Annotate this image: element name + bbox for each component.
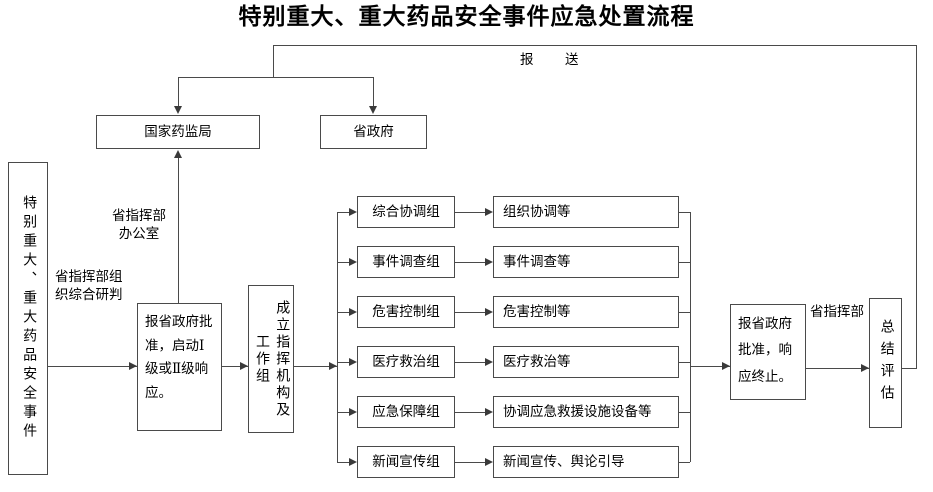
box-summary-evaluation[interactable]: 总结评估 xyxy=(869,298,902,428)
arrow-terminate-to-summary xyxy=(861,364,869,372)
box-duty[interactable]: 新闻宣传、舆论引导 xyxy=(493,446,679,478)
box-work-group[interactable]: 应急保障组 xyxy=(357,396,455,428)
box-establish-command-structure[interactable]: 成立指挥机构及工作组 xyxy=(248,285,294,433)
line-group-to-duty-2 xyxy=(455,262,485,263)
duty-label: 新闻宣传、舆论引导 xyxy=(503,454,625,470)
box-duty[interactable]: 组织协调等 xyxy=(493,196,679,228)
box-national-mpa[interactable]: 国家药监局 xyxy=(96,115,260,149)
line-bus-to-group-2 xyxy=(337,262,349,263)
box-approve-start-response[interactable]: 报省政府批准，启动Ⅰ级或Ⅱ级响应。 xyxy=(137,303,222,431)
feedback-leg-to-provincial-gov xyxy=(373,77,374,106)
box-provincial-government[interactable]: 省政府 xyxy=(320,115,427,149)
duty-label: 协调应急救援设施设备等 xyxy=(503,404,652,420)
box-national-mpa-label: 国家药监局 xyxy=(144,124,212,140)
duty-label: 组织协调等 xyxy=(503,204,571,220)
work-group-label: 事件调查组 xyxy=(372,254,440,270)
arrow-bus-to-group-3 xyxy=(349,308,357,316)
arrow-group-to-duty-3 xyxy=(485,308,493,316)
arrow-source-to-approve xyxy=(129,362,137,370)
feedback-bus-drop-vertical xyxy=(273,45,274,77)
line-duty-to-collector-5 xyxy=(679,412,690,413)
line-duty-to-collector-2 xyxy=(679,262,690,263)
arrow-approve-to-establish xyxy=(240,362,248,370)
work-group-label: 危害控制组 xyxy=(372,304,440,320)
line-bus-to-group-1 xyxy=(337,212,349,213)
arrow-into-nmpa xyxy=(174,106,182,114)
box-work-group[interactable]: 医疗救治组 xyxy=(357,346,455,378)
feedback-bus-top-horizontal xyxy=(273,45,917,46)
box-duty[interactable]: 危害控制等 xyxy=(493,296,679,328)
line-approve-to-establish xyxy=(222,366,248,367)
arrow-bus-to-group-1 xyxy=(349,208,357,216)
box-incident-source-label: 特别重大、重大药品安全事件 xyxy=(21,195,37,442)
box-work-group[interactable]: 事件调查组 xyxy=(357,246,455,278)
line-duty-to-collector-6 xyxy=(679,462,690,463)
box-work-group[interactable]: 新闻宣传组 xyxy=(357,446,455,478)
line-group-to-duty-6 xyxy=(455,462,485,463)
box-duty[interactable]: 事件调查等 xyxy=(493,246,679,278)
arrow-bus-to-group-2 xyxy=(349,258,357,266)
feedback-leg-to-nmpa xyxy=(178,77,179,106)
arrow-group-to-duty-2 xyxy=(485,258,493,266)
box-approve-terminate-response[interactable]: 报省政府批准，响应终止。 xyxy=(730,304,806,400)
box-summary-evaluation-label: 总结评估 xyxy=(878,319,894,407)
box-approve-terminate-response-label: 报省政府批准，响应终止。 xyxy=(738,316,792,384)
arrow-establish-to-group-bus xyxy=(329,362,337,370)
line-bus-to-group-3 xyxy=(337,312,349,313)
arrow-group-to-duty-6 xyxy=(485,458,493,466)
report-label: 报 送 xyxy=(520,52,588,67)
line-duty-to-collector-1 xyxy=(679,212,690,213)
box-establish-command-structure-label: 成立指挥机构及工作组 xyxy=(254,299,290,419)
work-group-label: 医疗救治组 xyxy=(372,354,440,370)
arrow-bus-to-group-6 xyxy=(349,458,357,466)
work-group-label: 综合协调组 xyxy=(372,204,440,220)
arrow-bus-to-group-4 xyxy=(349,358,357,366)
line-establish-to-group-bus xyxy=(294,366,337,367)
label-provincial-command: 省指挥部 xyxy=(810,304,864,319)
duty-collector-bus xyxy=(690,212,691,462)
box-provincial-government-label: 省政府 xyxy=(353,124,394,140)
box-duty[interactable]: 医疗救治等 xyxy=(493,346,679,378)
line-bus-to-group-5 xyxy=(337,412,349,413)
work-group-label: 应急保障组 xyxy=(372,404,440,420)
feedback-bus-right-vertical xyxy=(916,45,917,368)
line-approve-to-nmpa xyxy=(178,158,179,303)
arrow-into-provincial-gov xyxy=(369,106,377,114)
line-terminate-to-summary xyxy=(806,368,869,369)
box-work-group[interactable]: 危害控制组 xyxy=(357,296,455,328)
page-title: 特别重大、重大药品安全事件应急处置流程 xyxy=(238,4,695,29)
line-group-to-duty-5 xyxy=(455,412,485,413)
line-bus-to-group-6 xyxy=(337,462,349,463)
box-approve-start-response-label: 报省政府批准，启动Ⅰ级或Ⅱ级响应。 xyxy=(145,314,213,400)
arrow-up-to-nmpa xyxy=(174,150,182,158)
arrow-bus-to-group-5 xyxy=(349,408,357,416)
box-duty[interactable]: 协调应急救援设施设备等 xyxy=(493,396,679,428)
line-group-to-duty-1 xyxy=(455,212,485,213)
arrow-group-to-duty-5 xyxy=(485,408,493,416)
line-group-to-duty-4 xyxy=(455,362,485,363)
duty-label: 医疗救治等 xyxy=(503,354,571,370)
label-comprehensive-assessment: 省指挥部组 织综合研判 xyxy=(55,269,123,303)
duty-label: 危害控制等 xyxy=(503,304,571,320)
arrow-group-to-duty-1 xyxy=(485,208,493,216)
label-provincial-office: 省指挥部 办公室 xyxy=(112,208,166,242)
work-group-label: 新闻宣传组 xyxy=(372,454,440,470)
line-duty-to-collector-3 xyxy=(679,312,690,313)
arrow-group-to-duty-4 xyxy=(485,358,493,366)
line-source-to-approve xyxy=(48,366,137,367)
line-duty-to-collector-4 xyxy=(679,362,690,363)
box-incident-source[interactable]: 特别重大、重大药品安全事件 xyxy=(8,162,48,475)
arrow-collector-to-terminate xyxy=(722,362,730,370)
line-collector-to-terminate xyxy=(690,366,730,367)
feedback-bus-split-horizontal xyxy=(178,77,374,78)
line-bus-to-group-4 xyxy=(337,362,349,363)
box-work-group[interactable]: 综合协调组 xyxy=(357,196,455,228)
duty-label: 事件调查等 xyxy=(503,254,571,270)
line-group-to-duty-3 xyxy=(455,312,485,313)
work-group-distribution-bus xyxy=(337,212,338,462)
